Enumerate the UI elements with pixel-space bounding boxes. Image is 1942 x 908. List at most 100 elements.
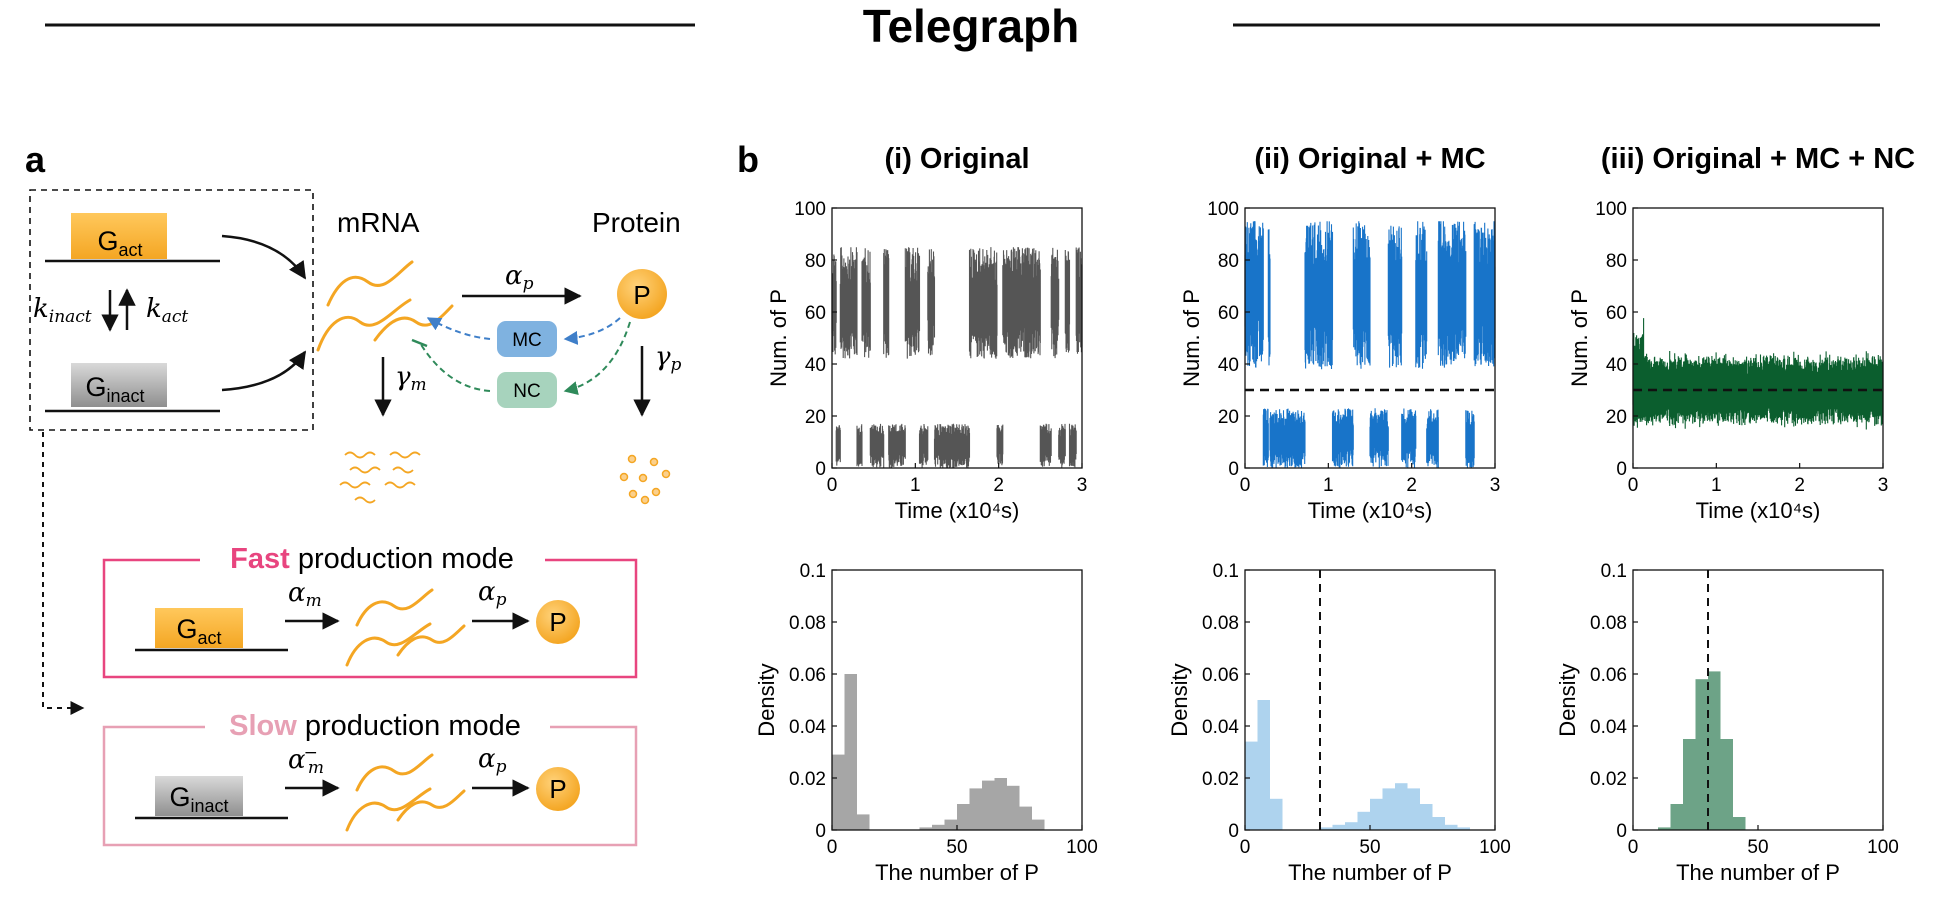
y-axis-label: Density xyxy=(1555,663,1580,736)
panel-a-label: a xyxy=(25,139,46,180)
y-tick-label: 0.06 xyxy=(1202,665,1239,686)
y-tick-label: 80 xyxy=(1218,251,1239,272)
y-tick-label: 0.04 xyxy=(789,717,826,738)
y-tick-label: 40 xyxy=(805,355,826,376)
gene-active-block xyxy=(71,213,167,259)
y-tick-label: 0.1 xyxy=(1601,561,1627,582)
mrna-strand xyxy=(373,304,454,342)
gene-inactive-label: Ginact xyxy=(85,372,144,406)
x-axis-label: Time (x10⁴s) xyxy=(1696,498,1821,523)
histogram-bar xyxy=(1320,827,1333,830)
x-tick-label: 1 xyxy=(1323,475,1334,496)
fast-alpha-m-label: αm xyxy=(288,578,322,611)
mrna-strand xyxy=(345,622,432,667)
histogram-bar xyxy=(1395,783,1408,830)
protein-icon xyxy=(617,269,667,319)
nc-label: NC xyxy=(513,381,540,402)
histogram-bar xyxy=(982,780,995,830)
k-inact-label: kinact xyxy=(33,294,92,327)
histogram-bar xyxy=(1445,824,1458,830)
y-tick-label: 0.08 xyxy=(1202,613,1239,634)
y-tick-label: 0.1 xyxy=(1213,561,1239,582)
histogram-bar xyxy=(1357,811,1370,830)
chart-title: (i) Original xyxy=(885,143,1030,175)
y-tick-label: 20 xyxy=(805,407,826,428)
x-tick-label: 100 xyxy=(1066,837,1098,858)
histogram-bar xyxy=(1708,671,1721,830)
transcription-arrow-active xyxy=(221,234,307,280)
trajectory-series xyxy=(1632,318,1884,430)
gene-state-box xyxy=(29,189,314,431)
mode-connector-arrow xyxy=(42,432,85,715)
y-axis-label: Density xyxy=(1167,663,1192,736)
histogram-bar xyxy=(1457,827,1470,830)
degraded-mrna-fragment xyxy=(384,481,416,489)
histogram-bar xyxy=(1720,739,1733,830)
plot-frame xyxy=(1244,569,1496,831)
x-tick-label: 100 xyxy=(1867,837,1899,858)
protein-to-mc-arrow xyxy=(563,317,621,345)
fast-mode-title: Fast production mode xyxy=(230,543,514,575)
mrna-strand xyxy=(316,298,412,352)
histogram-bar xyxy=(1032,819,1045,830)
histogram-bar xyxy=(969,788,982,830)
histogram-bar xyxy=(944,819,957,830)
x-axis-label: The number of P xyxy=(1288,860,1452,885)
slow-mode-title-bg xyxy=(205,707,550,743)
histogram-bar xyxy=(1370,798,1383,830)
histogram-bar xyxy=(1345,822,1358,830)
degraded-protein-dot xyxy=(638,473,648,483)
histogram-bar xyxy=(1432,817,1445,830)
fast-protein-label: P xyxy=(549,607,566,637)
x-tick-label: 2 xyxy=(1406,475,1417,496)
k-act-label: kact xyxy=(146,294,188,327)
mrna-label: mRNA xyxy=(337,207,420,238)
y-tick-label: 80 xyxy=(805,251,826,272)
histogram-bar xyxy=(1245,741,1258,830)
y-tick-label: 40 xyxy=(1218,355,1239,376)
alpha-p-label: αp xyxy=(505,261,534,294)
histogram-bar xyxy=(957,804,970,830)
histogram-bar xyxy=(1670,804,1683,830)
slow-alpha-p-label: αp xyxy=(478,744,507,777)
chart-title: (iii) Original + MC + NC xyxy=(1601,143,1915,175)
y-tick-label: 100 xyxy=(1207,199,1239,220)
x-axis-label: Time (x10⁴s) xyxy=(1308,498,1433,523)
degraded-mrna-fragment xyxy=(392,466,414,474)
plot-frame xyxy=(1244,207,1496,469)
mrna-strand xyxy=(355,753,434,792)
y-axis-label: Num. of P xyxy=(1179,289,1204,387)
slow-protein-icon xyxy=(536,767,580,811)
panel-b-label: b xyxy=(737,139,759,180)
histogram-bar xyxy=(1695,679,1708,830)
x-tick-label: 100 xyxy=(1479,837,1511,858)
histogram-bar xyxy=(1733,817,1746,830)
x-axis-label: The number of P xyxy=(1676,860,1840,885)
degraded-mrna-icon xyxy=(339,451,421,504)
degraded-mrna-fragment xyxy=(344,451,376,459)
plot-frame xyxy=(831,569,1083,831)
nc-box xyxy=(497,372,557,408)
degraded-protein-icon xyxy=(619,454,671,505)
fast-mode-title-bg xyxy=(200,540,545,576)
y-tick-label: 0 xyxy=(1616,459,1627,480)
degraded-mrna-fragment xyxy=(354,496,376,504)
fast-gene-active-block xyxy=(155,608,243,648)
y-tick-label: 0.04 xyxy=(1590,717,1627,738)
y-tick-label: 0.1 xyxy=(800,561,826,582)
nc-to-mrna-inhibition xyxy=(419,342,491,392)
degraded-protein-dot xyxy=(619,472,629,482)
histogram-bar xyxy=(994,778,1007,830)
fast-protein-icon xyxy=(536,600,580,644)
fast-alpha-p-label: αp xyxy=(478,577,507,610)
figure-title: Telegraph xyxy=(863,0,1079,52)
y-tick-label: 0.02 xyxy=(1590,769,1627,790)
y-tick-label: 0 xyxy=(1228,459,1239,480)
histogram-bar xyxy=(919,827,932,830)
y-tick-label: 80 xyxy=(1606,251,1627,272)
